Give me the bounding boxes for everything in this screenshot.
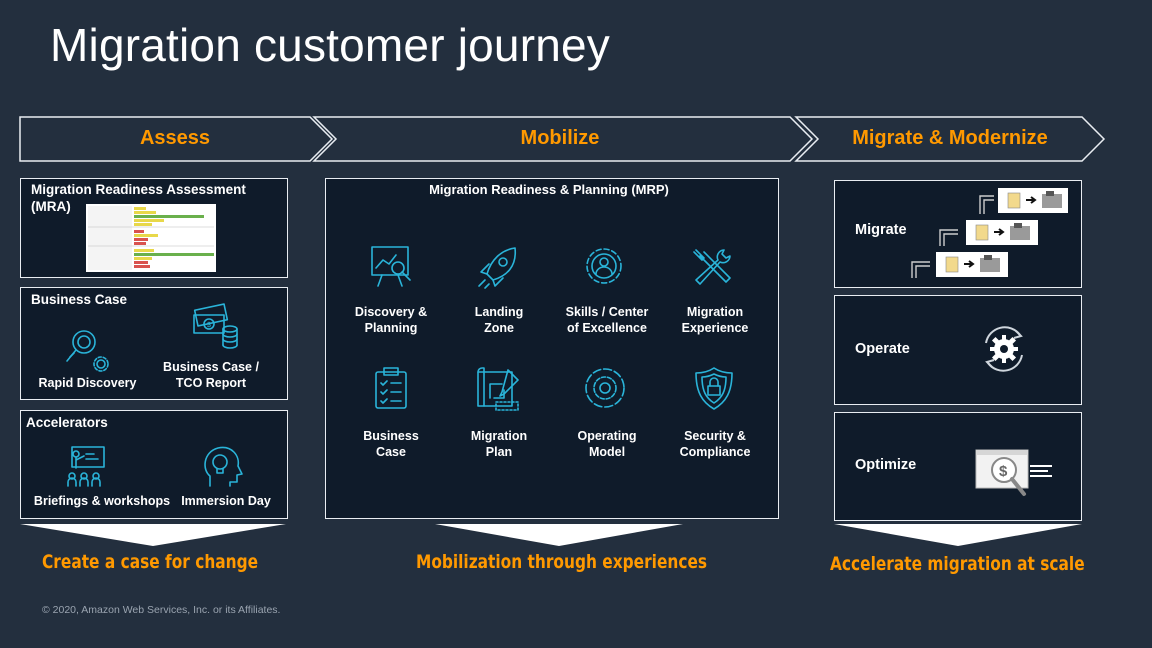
- rocket-icon: [478, 247, 517, 289]
- gear-refresh-icon: [985, 326, 1023, 372]
- migration-row-2: [939, 220, 1038, 246]
- cost-optimization-icon: $: [975, 449, 1052, 496]
- mrp-box: Migration Readiness & Planning (MRP): [325, 178, 779, 519]
- rapid-discovery-label: Rapid Discovery: [38, 376, 137, 390]
- immersion-day-label: Immersion Day: [181, 494, 271, 508]
- presentation-chart-icon: [371, 246, 411, 287]
- phase-assess-label: Assess: [139, 127, 211, 149]
- business-case-tco-label: Business Case / TCO Report: [163, 360, 259, 390]
- operate-label: Operate: [855, 341, 910, 357]
- head-lightbulb-icon: [204, 446, 243, 487]
- mra-title: Migration Readiness Assessment (MRA): [31, 182, 246, 214]
- mobilize-pointer: [435, 524, 683, 546]
- operate-box: Operate: [834, 295, 1082, 405]
- migrate-pointer: [834, 524, 1082, 546]
- tools-icon: [693, 249, 731, 285]
- phase-mobilize-label: Mobilize: [520, 127, 600, 149]
- business-case-box: Business Case: [20, 287, 288, 400]
- migration-row-3: [911, 252, 1008, 278]
- presenter-audience-icon: [67, 446, 105, 487]
- accelerators-box: Accelerators: [20, 410, 288, 519]
- mobilize-tagline: Mobilization through experiences: [416, 551, 708, 573]
- clipboard-checklist-icon: [375, 367, 407, 409]
- shield-lock-icon: [695, 367, 733, 410]
- gear-cycle-icon: [585, 368, 625, 408]
- mrp-item-security-compliance: Security &Compliance: [679, 429, 751, 459]
- server-migration-icon: [911, 188, 1068, 278]
- money-coins-icon: $: [193, 303, 238, 349]
- optimize-label: Optimize: [855, 457, 917, 473]
- briefings-label: Briefings & workshops: [33, 494, 171, 508]
- blueprint-icon: [477, 367, 519, 411]
- optimize-box: Optimize: [834, 412, 1082, 521]
- migration-row-1: [979, 188, 1068, 214]
- mra-report-thumbnail: [86, 204, 216, 272]
- page-title: Migration customer journey: [50, 19, 610, 71]
- svg-text:$: $: [207, 322, 211, 329]
- business-case-title: Business Case: [31, 292, 128, 307]
- mrp-item-discovery-planning: Discovery &Planning: [354, 305, 428, 335]
- migrate-label: Migrate: [855, 222, 907, 238]
- mrp-title: Migration Readiness & Planning (MRP): [429, 182, 669, 197]
- accelerators-title: Accelerators: [26, 415, 108, 430]
- migrate-tagline: Accelerate migration at scale: [830, 553, 1085, 575]
- assess-tagline: Create a case for change: [42, 551, 259, 573]
- person-gear-icon: [586, 248, 622, 284]
- copyright: © 2020, Amazon Web Services, Inc. or its…: [42, 604, 281, 616]
- magnifier-gear-icon: [66, 330, 109, 372]
- phase-migrate-label: Migrate & Modernize: [852, 127, 1048, 149]
- assess-pointer: [20, 524, 286, 546]
- svg-text:$: $: [999, 463, 1008, 480]
